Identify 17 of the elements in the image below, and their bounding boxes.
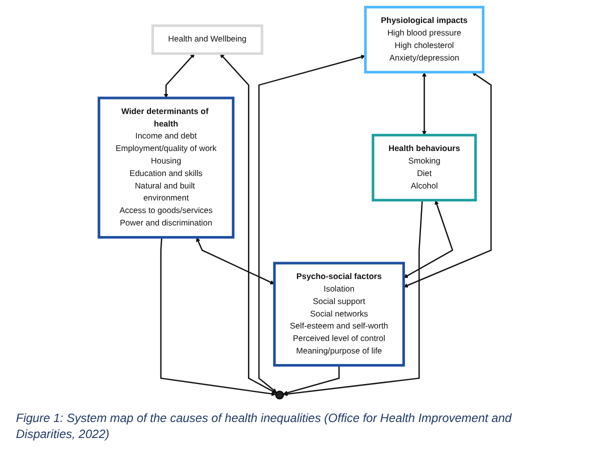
node-box: Health behaviours Smoking Diet Alcohol [372,133,477,201]
arrow [196,236,275,284]
arrow [258,54,366,392]
arrow [164,53,195,98]
node-box: Wider determinants of health Income and debt Employment/quality of work Housing Education and skills Natural and built environment Access to goods/services Power and discrimination [98,96,234,238]
arrow [160,236,276,396]
arrow [422,72,427,135]
node-person [275,390,284,399]
arrow [403,72,492,288]
arrow [283,364,340,395]
arrow [283,200,423,396]
node-box: Health and Wellbeing [151,24,264,54]
arrow [220,53,276,393]
node-box: Psycho-social factors Isolation Social support Social networks Self-esteem and self-worth Perceived level of control Meaning/purpose of life [273,261,405,366]
figure-caption: Figure 1: System map of the causes of health inequalities (Office for Health Improvement and Disparities, 2022) [16,411,513,442]
arrow [403,200,454,278]
node-box: Physiological impacts High blood pressure High cholesterol Anxiety/depression [364,5,484,73]
